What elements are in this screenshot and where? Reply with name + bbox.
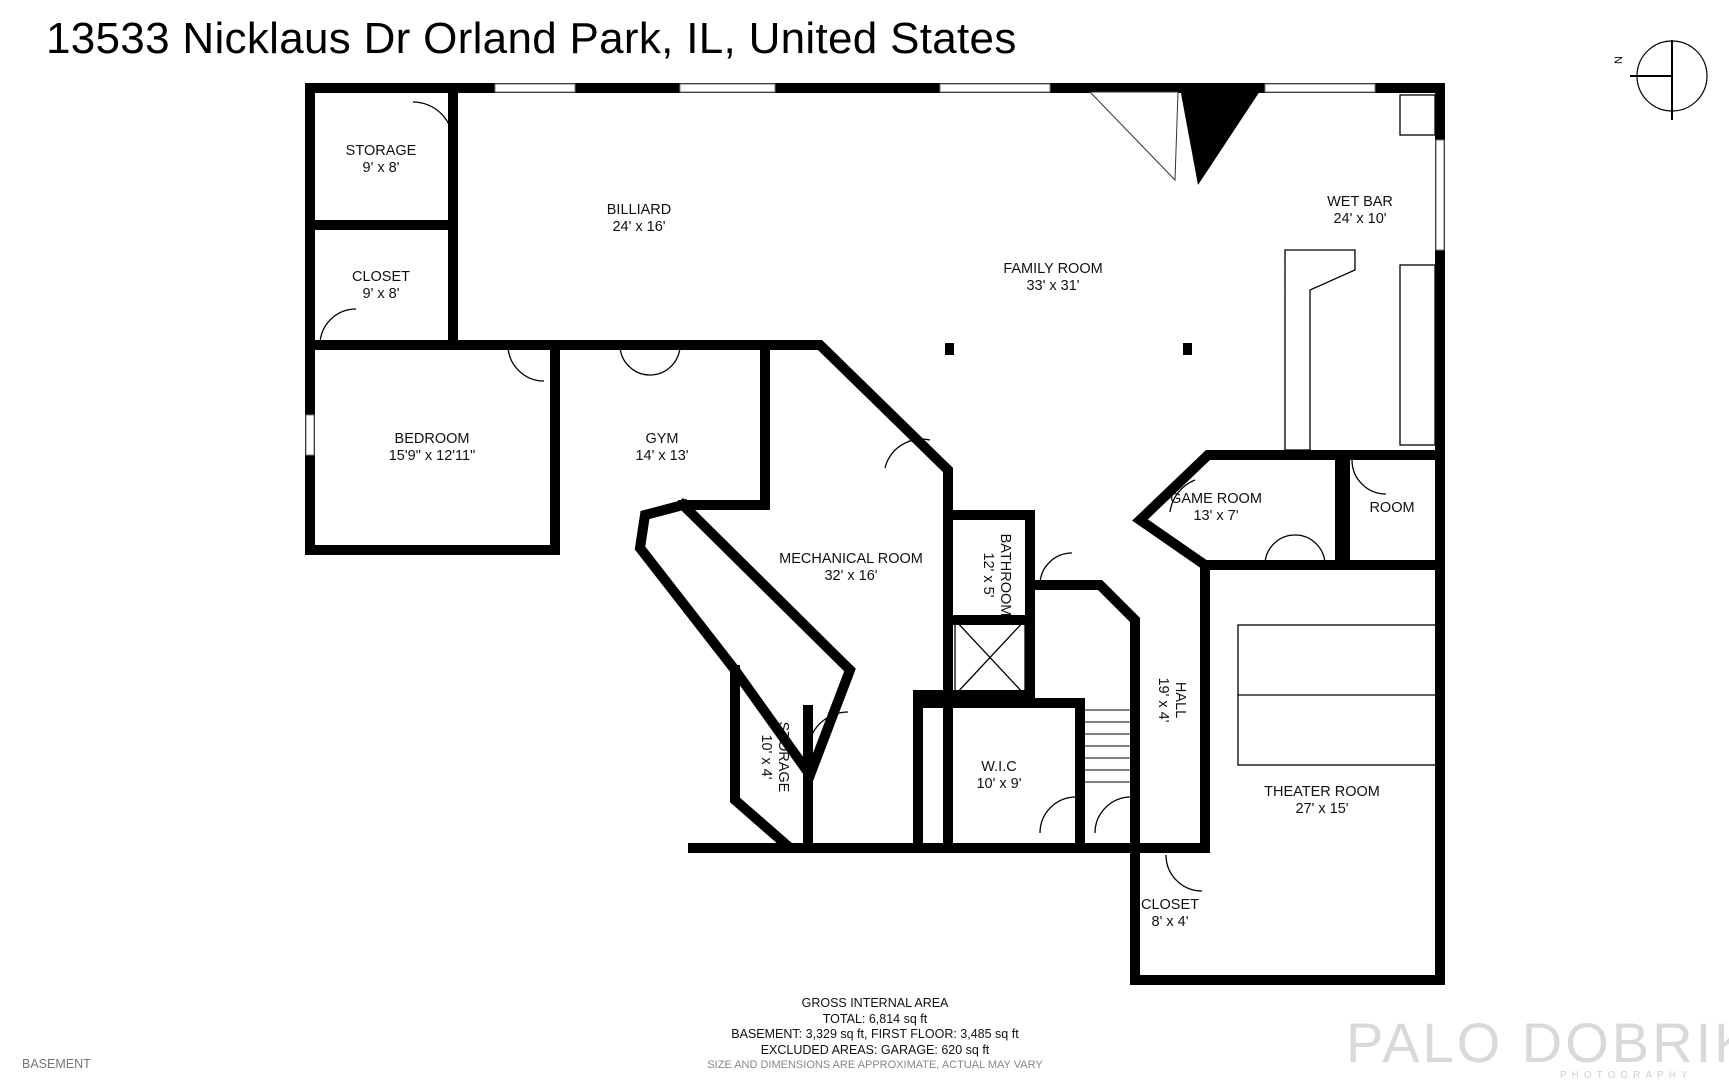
- north-compass-icon: N: [1613, 40, 1708, 120]
- staircase: [1085, 709, 1130, 783]
- column-icon: [945, 343, 954, 355]
- area-excluded: EXCLUDED AREAS: GARAGE: 620 sq ft: [760, 1042, 990, 1057]
- room-label: HALL19' x 4': [1155, 677, 1188, 722]
- window-icon: [1435, 139, 1445, 251]
- bar-counter: [1284, 249, 1356, 451]
- room-wall: [1340, 450, 1445, 570]
- stair-wall: [634, 497, 856, 786]
- brand-subtitle: PHOTOGRAPHY: [1560, 1070, 1693, 1081]
- bar-back-counter: [1399, 264, 1436, 446]
- area-summary: GROSS INTERNAL AREA TOTAL: 6,814 sq ft B…: [600, 996, 1150, 1074]
- window-icon: [939, 83, 1051, 93]
- brand-logo: PALO DOBRIK: [1346, 1011, 1729, 1074]
- window-icon: [679, 83, 776, 93]
- fireplace-icon: [1180, 88, 1262, 185]
- area-disclaimer: SIZE AND DIMENSIONS ARE APPROXIMATE, ACT…: [707, 1059, 1043, 1071]
- bedroom-gym-wall: [305, 340, 770, 555]
- column-icon: [1183, 343, 1192, 355]
- area-breakdown: BASEMENT: 3,329 sq ft, FIRST FLOOR: 3,48…: [731, 1027, 1019, 1041]
- window-icon: [305, 414, 315, 456]
- listing-address-title: 13533 Nicklaus Dr Orland Park, IL, Unite…: [46, 14, 1017, 63]
- room-label: STORAGE10' x 4': [758, 722, 791, 793]
- area-heading: GROSS INTERNAL AREA: [801, 996, 949, 1010]
- room-label: ROOM: [1369, 500, 1414, 516]
- exterior-wall-south: [785, 560, 1343, 853]
- storage-closet-wall: [305, 83, 953, 853]
- appliance-icon: [1399, 94, 1436, 136]
- room-label: BATHROOM12' x 5': [980, 534, 1013, 617]
- exterior-wall: [305, 83, 1445, 985]
- floor-name-label: BASEMENT: [22, 1057, 91, 1071]
- door-swings: [319, 101, 1387, 892]
- shower-icon: [954, 619, 1026, 696]
- compass-north-label: N: [1613, 56, 1625, 64]
- area-total: TOTAL: 6,814 sq ft: [822, 1011, 928, 1026]
- window-icon: [1264, 83, 1376, 93]
- storage-2-outline: [730, 665, 813, 853]
- window-icon: [494, 83, 576, 93]
- fireplace-hearth-icon: [1088, 91, 1179, 182]
- wic-wall: [913, 580, 1140, 853]
